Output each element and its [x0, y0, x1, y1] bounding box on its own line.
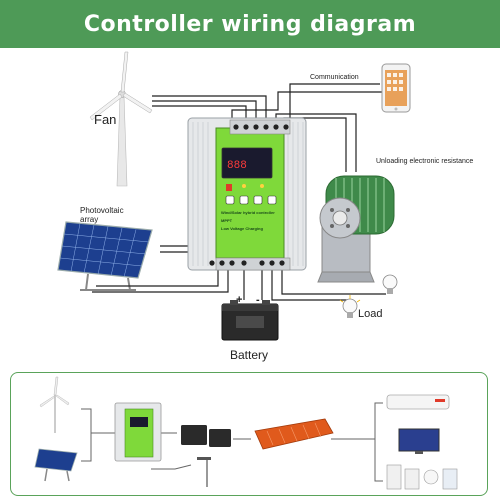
light-bulb-icon: [339, 295, 361, 318]
photovoltaic-label: Photovoltaic array: [80, 206, 124, 224]
battery-label: Battery: [230, 348, 269, 362]
system-overview-diagram: [34, 376, 458, 490]
inverter-icon: [254, 418, 334, 450]
air-conditioner-icon: [386, 394, 450, 410]
photovoltaic-label-line1: Photovoltaic: [80, 206, 124, 215]
load-label: Load: [358, 308, 383, 320]
system-overview-panel: [10, 372, 488, 496]
hybrid-controller: 888: [187, 117, 307, 271]
battery-icon: [221, 300, 279, 341]
solar-panel-icon: [34, 448, 78, 482]
header-bar: Controller wiring diagram: [0, 0, 500, 48]
dump-load-resistor-icon: [317, 175, 395, 283]
hybrid-controller: [114, 402, 162, 462]
wind-turbine-icon: [89, 51, 153, 187]
controller-charge-text: Low Voltage Charging: [221, 226, 263, 231]
television-icon: [398, 428, 440, 454]
controller-brand-text: Wind/Solar hybrid controller: [221, 210, 275, 215]
wind-turbine-icon: [39, 376, 70, 433]
negative-terminal-label: -: [256, 294, 260, 306]
unloading-resistance-label: Unloading electronic resistance: [376, 158, 474, 165]
light-bulb-icon: [382, 274, 398, 294]
positive-terminal-label: +: [236, 294, 243, 306]
wiring-lines: [92, 83, 388, 301]
photovoltaic-label-line2: array: [80, 215, 99, 224]
smartphone-icon: [381, 63, 411, 113]
street-light-icon: [197, 457, 211, 487]
page-title: Controller wiring diagram: [83, 11, 417, 37]
home-appliances-icon: [386, 464, 458, 490]
wiring-diagram: 888: [57, 51, 411, 341]
solar-panel-icon: [57, 221, 153, 291]
battery-icon: [181, 425, 231, 447]
communication-label: Communication: [310, 74, 359, 81]
controller-mode-text: MPPT: [221, 218, 233, 223]
fan-label: Fan: [94, 112, 117, 127]
display-readout: 888: [227, 160, 247, 172]
